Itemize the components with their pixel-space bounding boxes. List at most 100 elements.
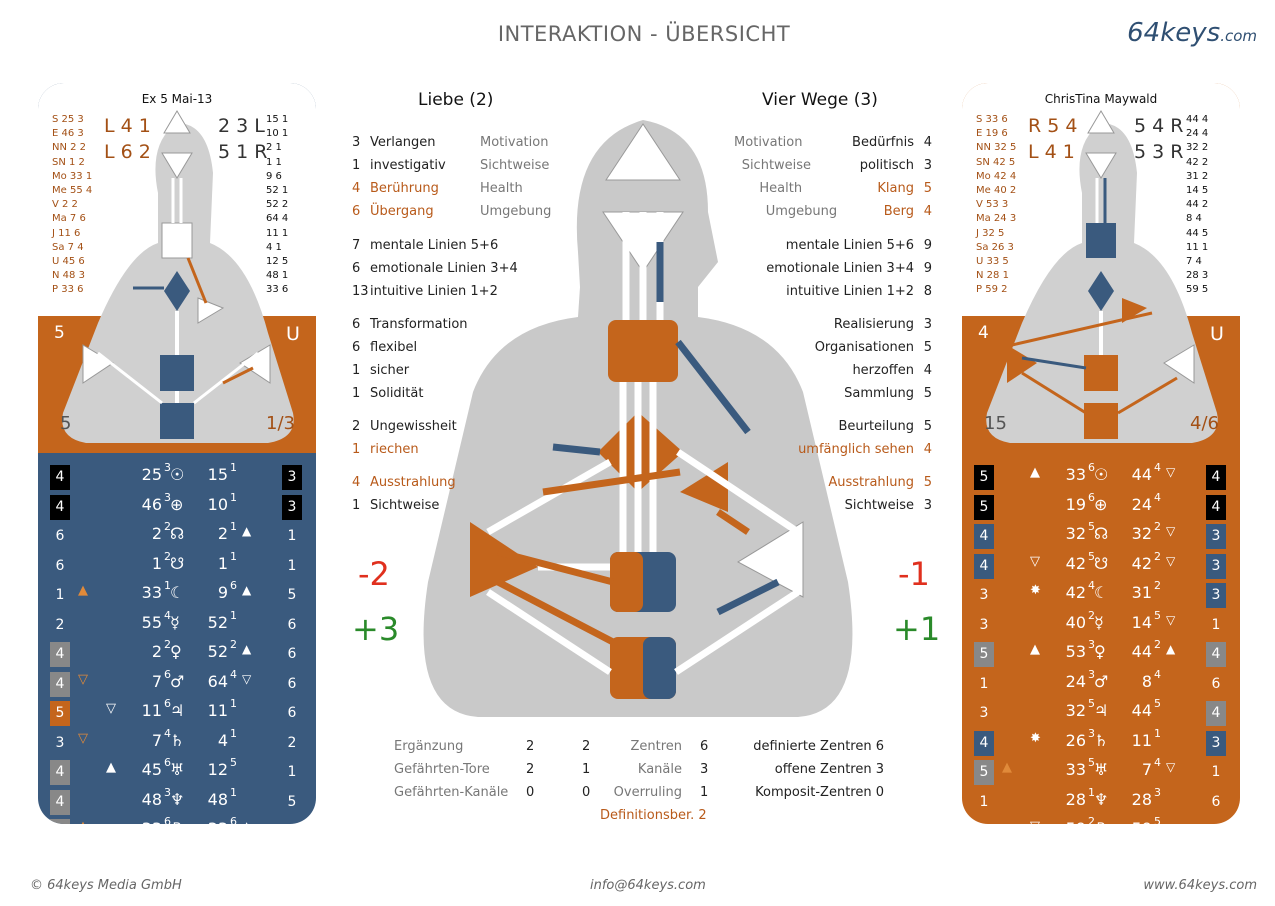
design-line: 5 [1088, 549, 1095, 563]
line-marker-icon: ▽ [1030, 553, 1040, 569]
line-box: 4 [50, 671, 70, 697]
term: Ungewissheit [370, 419, 457, 434]
line-box: 3 [282, 465, 302, 490]
line-box: 5 [974, 642, 994, 667]
stat-label: Overruling [613, 785, 682, 800]
gate-entry: N 28 1 [976, 270, 1009, 282]
right-mini-bodygraph [986, 110, 1218, 443]
planet-row: 4▲336♇336▲6 [38, 813, 316, 824]
gate-entry: Mo 42 4 [976, 170, 1017, 182]
term: Beurteilung [838, 419, 914, 434]
personality-line: 4 [1154, 490, 1161, 504]
variable-arrow: L 4 1 [1028, 141, 1075, 163]
design-gate: 32 [1065, 701, 1086, 720]
count: 1 [352, 498, 361, 513]
line-marker-icon: ▲ [78, 819, 88, 824]
line-marker-icon: ▲ [1030, 642, 1040, 657]
gate-entry: V 2 2 [52, 199, 78, 211]
planet-symbol-icon: ♃ [1094, 701, 1109, 720]
footer-copyright: © 64keys Media GmbH [30, 878, 182, 893]
line-box: 3 [1206, 524, 1226, 549]
left-minus-score: -2 [358, 555, 390, 593]
gate-entry: 2 1 [266, 142, 282, 154]
gate-entry: 11 1 [266, 227, 289, 239]
line-box: 4 [1206, 494, 1226, 520]
personality-gate: 1 [217, 553, 228, 573]
line-box: 4 [974, 730, 994, 756]
personality-gate: 32 [1131, 524, 1152, 543]
variable-arrow: 5 3 R [1134, 141, 1184, 163]
footer-website[interactable]: www.64keys.com [1143, 878, 1257, 893]
count: 9 [923, 238, 932, 253]
line-box: 6 [55, 528, 65, 544]
gate-entry: 42 2 [1186, 156, 1209, 168]
line-box: 4 [50, 789, 70, 815]
personality-line: 2 [1154, 520, 1161, 533]
design-gate: 33 [141, 583, 162, 602]
design-line: 6 [164, 667, 171, 681]
type-letter: U [286, 323, 300, 345]
design-gate: 33 [1065, 760, 1086, 779]
stat-value: 1 [700, 785, 709, 800]
personality-line: 1 [230, 726, 237, 740]
term: Solidität [370, 386, 424, 401]
stat-value: 6 [700, 739, 709, 754]
right-gates-personality: 44 4 24 4 32 2 42 2 31 2 14 5 44 2 8 4 4… [1186, 113, 1208, 298]
list-item: 13intuitive Linien 1+2 [352, 280, 498, 303]
planet-symbol-icon: ☿ [170, 612, 180, 632]
line-box: 2 [287, 734, 297, 751]
design-line: 3 [1088, 726, 1095, 740]
design-gate: 2 [151, 524, 162, 543]
footer-email[interactable]: info@64keys.com [590, 878, 706, 893]
design-gate: 7 [151, 730, 162, 750]
gate-entry: U 45 6 [52, 256, 85, 268]
personality-gate: 7 [1141, 760, 1152, 779]
personality-gate: 52 [207, 612, 228, 632]
page-title: INTERAKTION - ÜBERSICHT [497, 22, 791, 46]
line-box: 4 [50, 494, 70, 520]
planet-symbol-icon: ♇ [170, 819, 184, 824]
gate-entry: 44 5 [1186, 227, 1209, 239]
personality-gate: 15 [207, 465, 228, 484]
gate-entry: 52 1 [266, 185, 289, 197]
stat-label: Gefährten-Kanäle [394, 785, 509, 800]
design-gate: 24 [1065, 671, 1086, 691]
count: 2 [352, 419, 361, 434]
line-marker-icon: ▲ [242, 583, 252, 597]
design-line: 2 [1088, 815, 1095, 824]
gate-entry: 10 1 [266, 128, 289, 140]
gate-entry: E 19 6 [976, 128, 1008, 140]
design-gate: 33 [1065, 465, 1086, 484]
design-line: 3 [164, 461, 171, 474]
variable-arrow: L 6 2 [104, 141, 151, 163]
planet-symbol-icon: ♆ [1094, 789, 1109, 809]
line-marker-icon: ▲ [78, 583, 88, 598]
term-secondary: Health [480, 181, 523, 196]
term: Realisierung [833, 317, 914, 332]
planet-symbol-icon: ♆ [170, 789, 185, 809]
line-marker-icon: ▽ [78, 671, 88, 687]
term: Klang [877, 181, 914, 196]
line-marker-icon: ▽ [1166, 612, 1176, 627]
stat-value: 3 [700, 762, 709, 777]
term-secondary: Umgebung [765, 204, 838, 219]
bottom-col-values-2: 2 1 0 [582, 735, 590, 804]
line-box: 6 [287, 675, 297, 692]
stat-label: Zentren [630, 739, 682, 754]
personality-gate: 44 [1131, 642, 1152, 661]
